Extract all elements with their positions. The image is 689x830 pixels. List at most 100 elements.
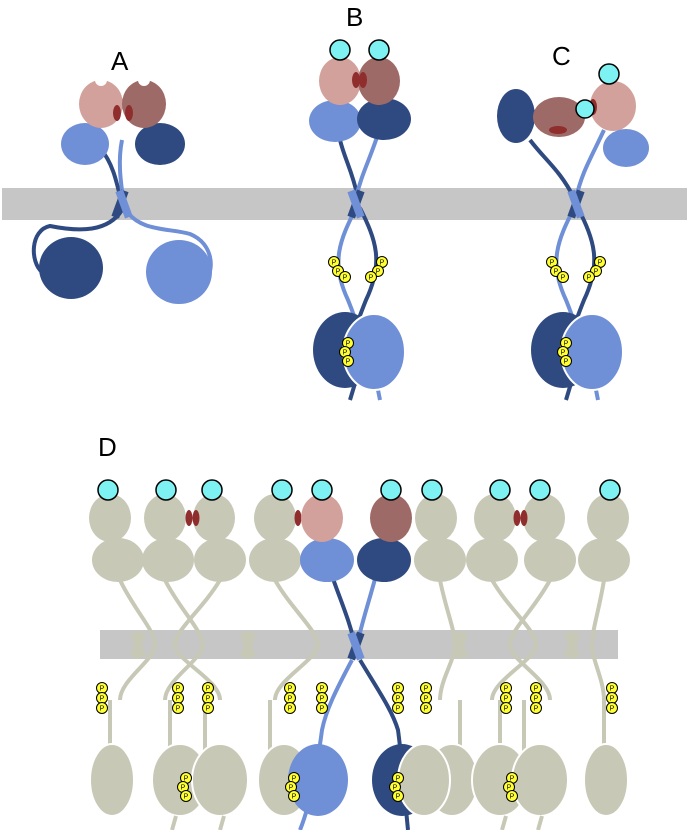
phospho-group: P — [172, 702, 184, 714]
phospho-label: P — [346, 341, 351, 348]
lattice-tm — [240, 631, 256, 659]
phospho-group: P — [288, 790, 300, 802]
phospho-circle — [557, 271, 569, 283]
phospho-label: P — [610, 696, 615, 703]
tm-cross-b2 — [347, 189, 365, 219]
phospho-circle — [392, 702, 404, 714]
phospho-label: P — [396, 706, 401, 713]
phospho-group: P — [392, 692, 404, 704]
phospho-circle — [560, 355, 572, 367]
phospho-group: P — [284, 692, 296, 704]
phospho-circle — [606, 702, 618, 714]
phospho-label: P — [288, 686, 293, 693]
kinase-dark-d-overlap — [397, 743, 451, 817]
linker-left — [31, 208, 124, 274]
panel-label-c: C — [552, 41, 571, 71]
phospho-circle — [172, 702, 184, 714]
phospho-circle — [392, 790, 404, 802]
phospho-label: P — [534, 696, 539, 703]
ecd-lower-light-d — [300, 538, 354, 582]
phospho-label: P — [332, 260, 337, 267]
lattice-tm — [564, 631, 580, 659]
lattice-lower-lobe — [414, 538, 466, 582]
panel-label-b: B — [346, 2, 363, 32]
phospho-label: P — [100, 706, 105, 713]
phospho-circle — [500, 702, 512, 714]
phospho-circle — [288, 790, 300, 802]
ecd-lower-dark-a — [135, 123, 185, 165]
ligand-c1 — [575, 99, 595, 119]
binding-pocket-b2 — [359, 72, 367, 88]
lattice-upper-lobe — [523, 494, 565, 542]
lattice-lower-lobe — [524, 538, 576, 582]
lattice-stalk — [589, 579, 606, 701]
ecd-upper-pink-dark-a — [122, 80, 166, 128]
phospho-groups: PPPPPPPPPPPPPPPPPPPPPPPPPPPPPPPPPPPPPPPP… — [96, 682, 618, 802]
phospho-group: P — [96, 692, 108, 704]
ecd-lower-light-c — [603, 129, 649, 167]
phospho-label: P — [507, 785, 512, 792]
phospho-group: P — [530, 682, 542, 694]
phospho-circle — [420, 702, 432, 714]
lattice-upper-lobe — [144, 494, 186, 542]
lattice-kinase — [583, 743, 629, 817]
ecd-upper-pink-light-a — [79, 80, 123, 128]
phospho-group: P — [365, 271, 377, 283]
lattice-tm — [130, 631, 146, 659]
phospho-label: P — [564, 341, 569, 348]
lattice-lower-lobe — [142, 538, 194, 582]
panel-a: A — [2, 46, 687, 304]
lattice-ligand — [599, 479, 621, 501]
lattice-ligand — [529, 479, 551, 501]
phospho-label: P — [550, 260, 555, 267]
highlighted-pair — [288, 479, 451, 830]
phospho-label: P — [561, 275, 566, 282]
phospho-group: P — [392, 682, 404, 694]
lattice-stalk — [273, 579, 320, 701]
phospho-group: P — [420, 702, 432, 714]
phospho-label: P — [396, 776, 401, 783]
panel-d: D PPPPPPPPPPPPPPPPPPPPPPPPPPPPPPPPPPPPPP… — [89, 432, 630, 830]
phospho-group: P — [96, 702, 108, 714]
kinase-dark-a — [39, 237, 103, 299]
membrane-a — [2, 188, 202, 220]
phospho-label: P — [206, 686, 211, 693]
tm-cross-right — [115, 189, 133, 219]
phospho-group: P — [606, 702, 618, 714]
lattice-ligand — [421, 479, 443, 501]
phospho-circle — [339, 271, 351, 283]
phospho-group: P — [560, 355, 572, 367]
lattice-binding-pocket — [520, 510, 528, 526]
phospho-label: P — [320, 686, 325, 693]
ecd-upper-pink-light-b — [319, 57, 361, 105]
phospho-label: P — [176, 706, 181, 713]
phospho-label: P — [184, 794, 189, 801]
lattice-kinase — [89, 743, 135, 817]
ligand-b2 — [368, 39, 390, 61]
phospho-label: P — [343, 275, 348, 282]
phospho-label: P — [206, 696, 211, 703]
phospho-label: P — [534, 706, 539, 713]
panel-label-d: D — [98, 432, 117, 462]
phospho-circle — [365, 271, 377, 283]
phospho-group: P — [500, 702, 512, 714]
lattice-stalk — [490, 578, 539, 701]
lattice-ligand — [489, 479, 511, 501]
phospho-label: P — [369, 275, 374, 282]
ecd-upper-pink-dark-c — [533, 97, 585, 137]
lattice-ligand — [201, 479, 223, 501]
phospho-label: P — [534, 686, 539, 693]
phospho-group: P — [606, 682, 618, 694]
lattice-ligand — [97, 479, 119, 501]
phospho-group: P — [500, 692, 512, 704]
phospho-group: P — [500, 682, 512, 694]
kinase-light-b — [342, 313, 406, 391]
lattice-kinase — [191, 743, 249, 817]
phospho-group: P — [583, 271, 595, 283]
panel-c: C — [497, 41, 649, 401]
phospho-group: P — [172, 682, 184, 694]
phospho-group: P — [202, 692, 214, 704]
phospho-label: P — [396, 794, 401, 801]
phospho-label: P — [504, 696, 509, 703]
